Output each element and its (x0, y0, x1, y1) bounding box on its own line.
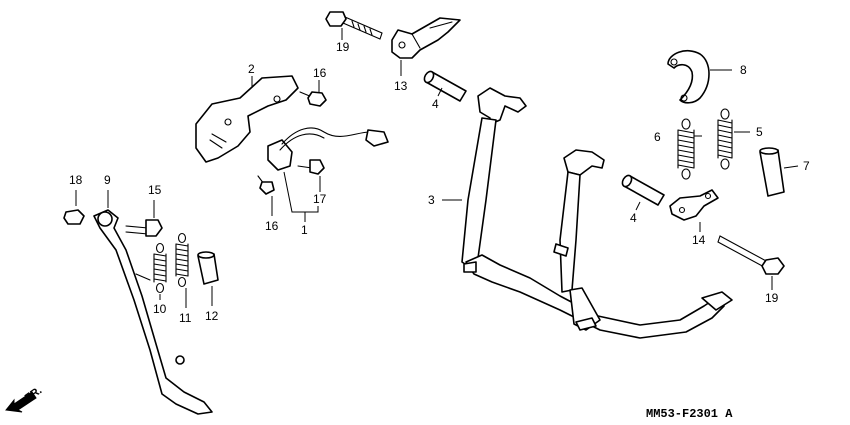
spring-6 (677, 118, 695, 180)
switch-1 (267, 127, 389, 171)
bolt-16-upper (299, 91, 327, 107)
callout-5: 5 (756, 125, 763, 139)
bolt-16-lower (257, 175, 275, 195)
bracket-13 (391, 17, 461, 59)
callout-12: 12 (205, 309, 219, 323)
diagram-code: MM53-F2301 A (646, 407, 733, 421)
callout-3: 3 (428, 193, 435, 207)
spring-11 (175, 232, 189, 288)
callout-7: 7 (803, 159, 810, 173)
callout-15: 15 (148, 183, 162, 197)
side-stand-9 (93, 209, 213, 415)
callout-4-lower: 4 (630, 211, 637, 225)
hook-plate-8 (667, 49, 710, 104)
leader-lines (75, 28, 799, 308)
callout-10: 10 (153, 302, 167, 316)
callout-labels: 19 13 4 2 16 8 6 5 7 3 4 14 19 16 17 1 1… (69, 40, 810, 325)
callout-8: 8 (740, 63, 747, 77)
callout-11: 11 (179, 311, 192, 325)
callout-19-top: 19 (336, 40, 350, 54)
callout-6: 6 (654, 130, 661, 144)
bracket-2 (195, 75, 299, 163)
main-stand-3 (461, 87, 733, 339)
callout-13: 13 (394, 79, 408, 93)
spring-10 (153, 242, 167, 294)
callout-16-lower: 16 (265, 219, 279, 233)
bolt-17 (297, 159, 325, 175)
front-direction-marker: FR. (5, 384, 44, 413)
callout-4-upper: 4 (432, 97, 439, 111)
callout-1: 1 (301, 223, 308, 237)
callout-17: 17 (313, 192, 327, 206)
sleeve-7 (759, 147, 785, 197)
bracket-14 (669, 189, 719, 221)
callout-14: 14 (692, 233, 706, 247)
callout-2: 2 (248, 62, 255, 76)
callout-18: 18 (69, 173, 83, 187)
callout-19-right: 19 (765, 291, 779, 305)
tube-4-upper (423, 70, 467, 102)
spring-5 (717, 108, 733, 170)
bolt-19-top (325, 11, 383, 40)
callout-9: 9 (104, 173, 111, 187)
sleeve-12 (197, 251, 219, 285)
tube-4-lower (621, 174, 665, 206)
bolt-15 (125, 219, 163, 237)
callout-16-upper: 16 (313, 66, 327, 80)
nut-18 (63, 209, 85, 225)
bolt-19-right (717, 235, 785, 275)
front-arrow-icon (5, 391, 37, 413)
